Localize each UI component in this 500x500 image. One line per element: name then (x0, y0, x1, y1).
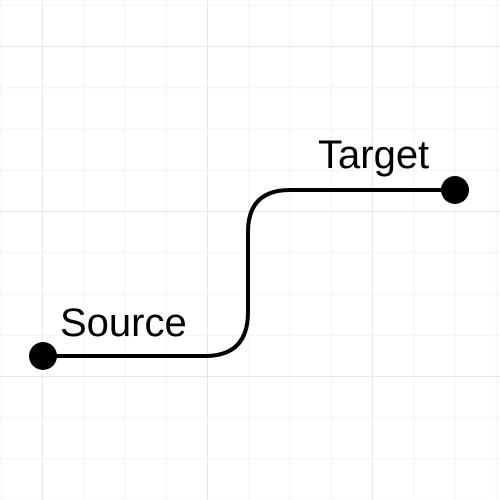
source-label: Source (60, 301, 187, 345)
target-label: Target (318, 133, 429, 177)
target-node[interactable] (441, 176, 469, 204)
source-node[interactable] (29, 342, 57, 370)
connection-edge[interactable] (41, 188, 457, 358)
